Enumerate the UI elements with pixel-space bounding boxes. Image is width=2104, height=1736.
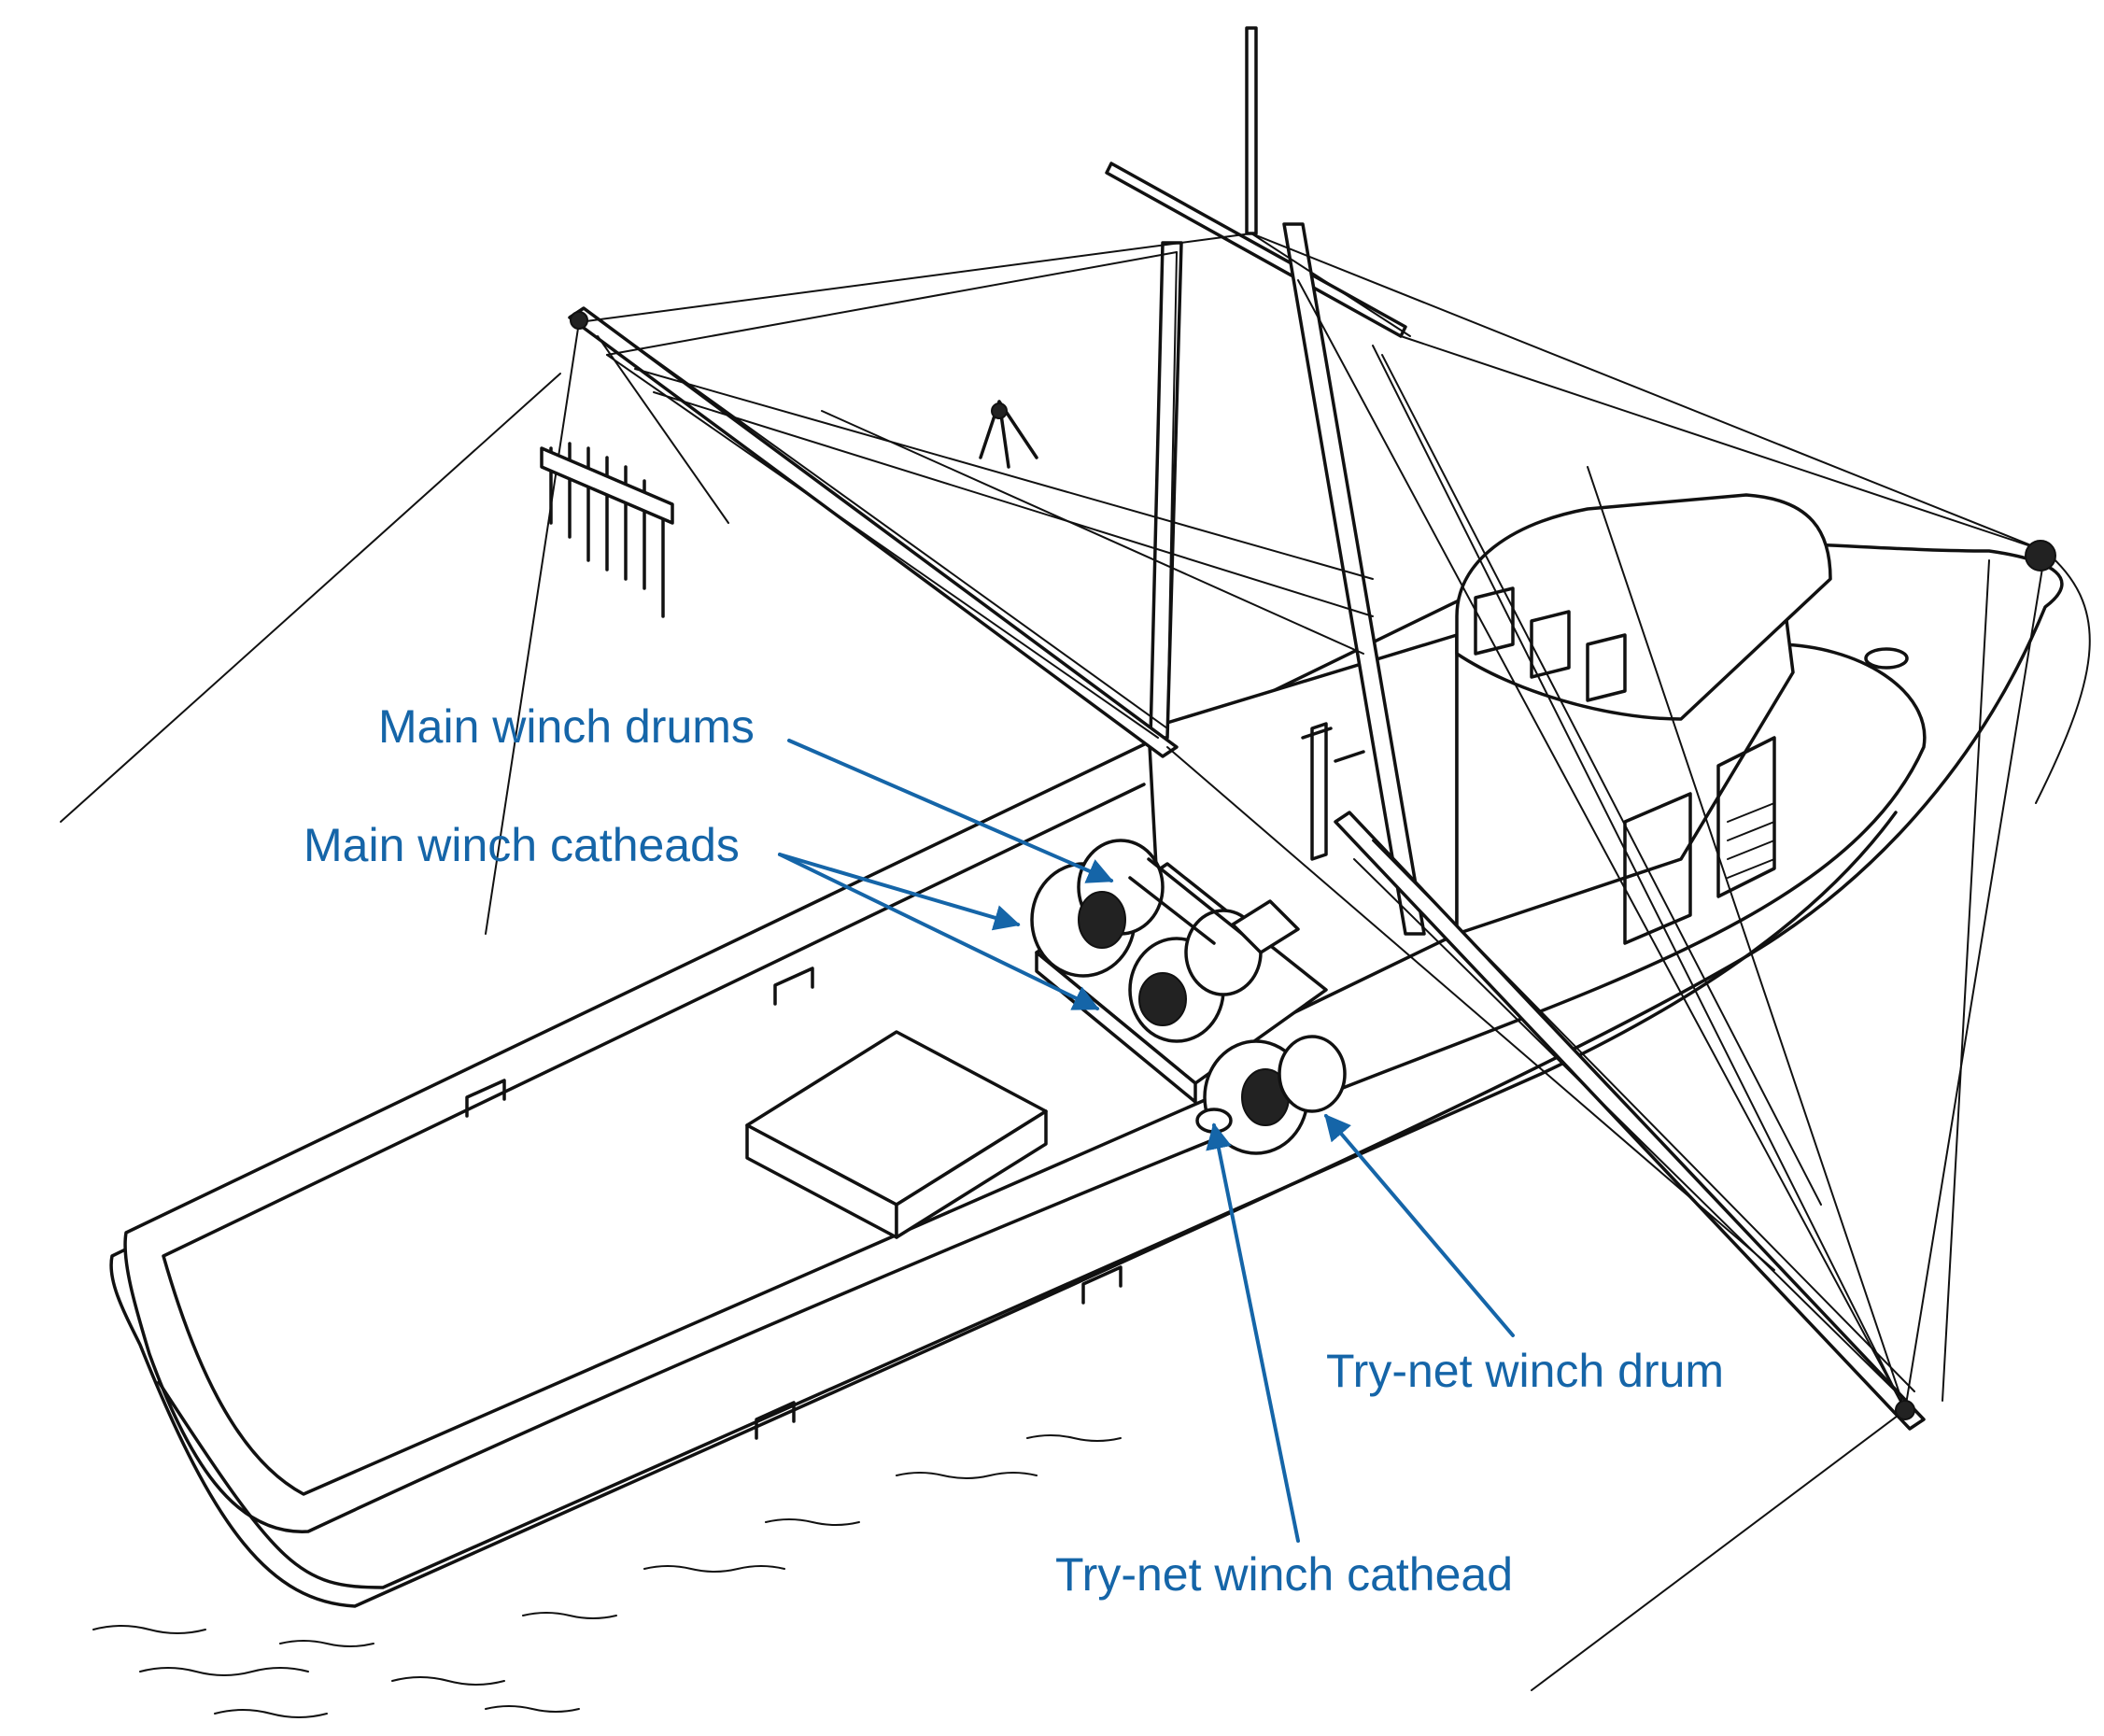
callout-labels: Main winch drums Main winch catheads Try…: [304, 700, 1724, 1601]
hanging-trawl-doors: [540, 400, 1038, 618]
arrow-try-net-winch-cathead: [1206, 1122, 1300, 1543]
callout-arrows: [778, 739, 1515, 1543]
label-try-net-winch-drum: Try-net winch drum: [1326, 1345, 1724, 1397]
boat-line-drawing: [60, 26, 2091, 1718]
arrow-main-winch-cathead-lower: [778, 853, 1100, 1010]
arrow-main-winch-drums: [787, 739, 1114, 883]
boom-end-block: [1895, 1400, 1915, 1420]
label-main-winch-catheads: Main winch catheads: [304, 819, 740, 871]
arrow-main-winch-cathead-upper: [778, 853, 1021, 931]
deck-scuppers: [465, 967, 1123, 1440]
rigging-wires: [60, 233, 2091, 1691]
arrow-try-net-winch-drum: [1324, 1113, 1515, 1337]
aframe-leg: [1282, 222, 1426, 936]
water-ripples: [92, 1434, 1122, 1718]
stern-block: [2025, 540, 2056, 572]
hull-waterline: [157, 811, 1898, 1589]
mast: [1245, 26, 1258, 235]
hatch-box: [745, 1030, 1048, 1239]
deck-inner-line: [162, 783, 1309, 1496]
label-try-net-winch-cathead: Try-net winch cathead: [1055, 1548, 1513, 1601]
mast-pole: [1149, 241, 1183, 740]
label-main-winch-drums: Main winch drums: [378, 700, 755, 753]
